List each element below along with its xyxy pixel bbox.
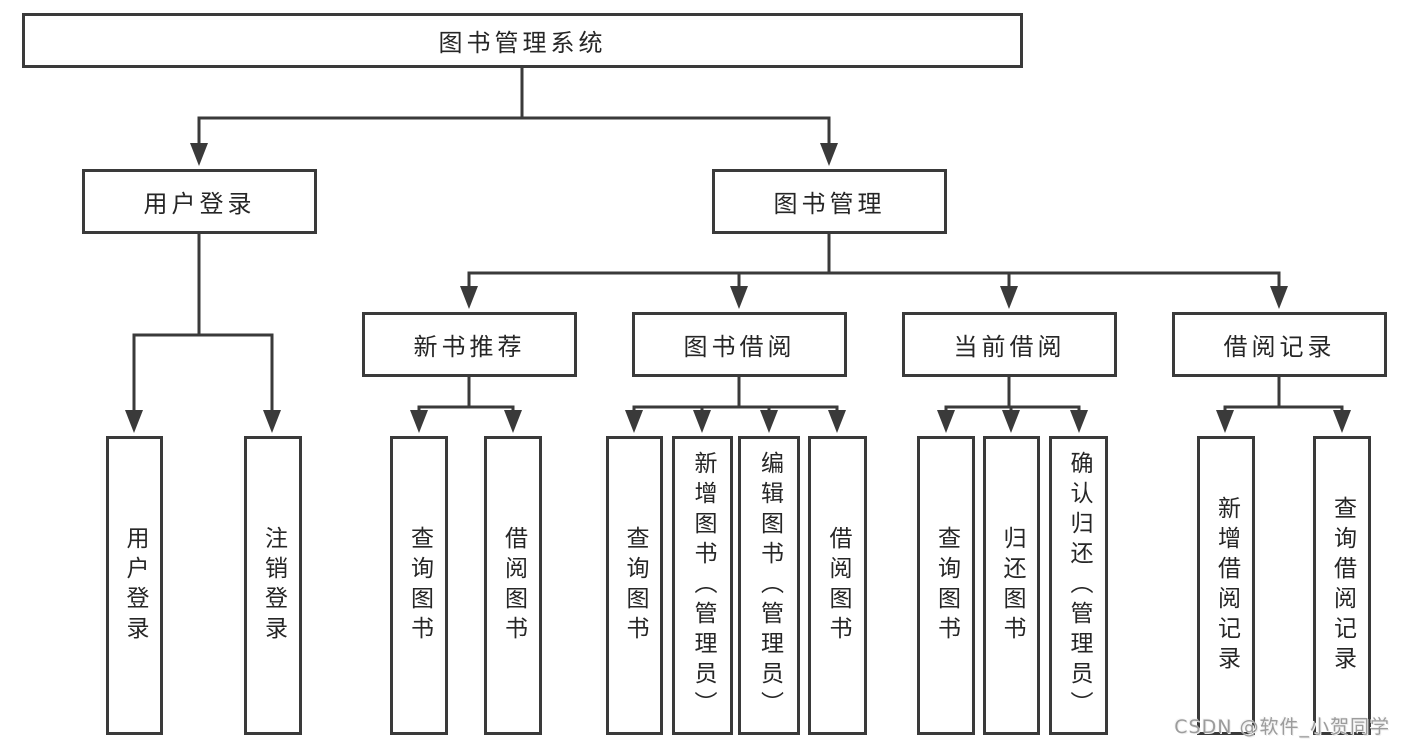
leaf-label: 查询图书 (406, 525, 433, 646)
csdn-watermark: CSDN @软件_小贺同学 (1174, 716, 1390, 738)
leaf-label: 借阅图书 (500, 525, 527, 646)
leaf-bb-query-books: 查询图书 (606, 436, 663, 735)
leaf-cb-confirm-return-admin: 确认归还（管理员） (1049, 436, 1108, 735)
node-book-borrowing: 图书借阅 (632, 312, 847, 377)
leaf-label: 借阅图书 (825, 525, 851, 646)
leaf-nbr-borrow-books: 借阅图书 (484, 436, 542, 735)
leaf-bb-edit-books-admin: 编辑图书（管理员） (738, 436, 800, 735)
node-user-login: 用户登录 (82, 169, 317, 234)
leaf-label: 用户登录 (122, 525, 148, 646)
leaf-label: 编辑图书（管理员） (756, 450, 783, 721)
node-borrowing-records: 借阅记录 (1172, 312, 1387, 377)
leaf-cb-return-books: 归还图书 (983, 436, 1040, 735)
leaf-cb-query-books: 查询图书 (917, 436, 975, 735)
leaf-br-query-record: 查询借阅记录 (1313, 436, 1371, 735)
leaf-logout: 注销登录 (244, 436, 302, 735)
leaf-label: 注销登录 (260, 525, 287, 646)
leaf-br-add-record: 新增借阅记录 (1197, 436, 1255, 735)
node-book-management: 图书管理 (712, 169, 947, 234)
leaf-label: 确认归还（管理员） (1066, 450, 1092, 721)
leaf-bb-add-books-admin: 新增图书（管理员） (672, 436, 733, 735)
leaf-nbr-query-books: 查询图书 (390, 436, 448, 735)
node-book-management-system: 图书管理系统 (22, 13, 1023, 68)
leaf-user-login: 用户登录 (106, 436, 163, 735)
leaf-label: 新增图书（管理员） (690, 450, 716, 721)
leaf-label: 新增借阅记录 (1213, 495, 1240, 676)
leaf-bb-borrow-books: 借阅图书 (808, 436, 867, 735)
leaf-label: 归还图书 (999, 525, 1025, 646)
leaf-label: 查询图书 (622, 525, 648, 646)
node-new-book-recommendation: 新书推荐 (362, 312, 577, 377)
leaf-label: 查询图书 (933, 525, 960, 646)
node-current-borrowing: 当前借阅 (902, 312, 1117, 377)
leaf-label: 查询借阅记录 (1329, 495, 1356, 676)
